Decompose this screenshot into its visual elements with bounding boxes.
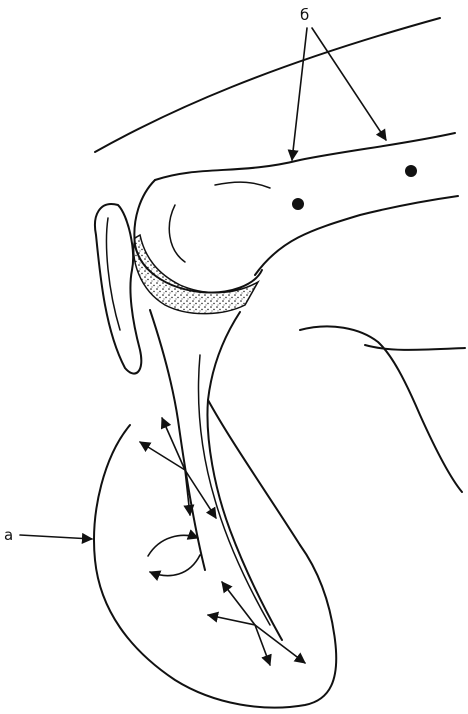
rotation-arrow-bottom [150, 555, 200, 576]
bone-head-highlight [215, 182, 270, 188]
right-tissue-curve-2 [365, 345, 465, 350]
soft-tissue-outline [94, 425, 336, 708]
right-tissue-curve [300, 326, 462, 492]
rotation-arrow-top [148, 535, 198, 556]
label-b: б [300, 6, 309, 24]
bone-head-inner-curve [169, 205, 185, 262]
left-flap-inner [107, 218, 121, 330]
label-a-arrow [20, 535, 92, 539]
lower-bone-left-edge [150, 310, 205, 570]
upper-contour-line [95, 18, 440, 152]
point-marker-2 [405, 165, 417, 177]
cartilage-band [134, 235, 258, 314]
label-a: а [4, 526, 13, 544]
point-marker-1 [292, 198, 304, 210]
label-b-arrow-1 [292, 28, 307, 160]
upper-bone-bottom-edge [255, 196, 458, 275]
lower-bone-right-edge [207, 312, 282, 640]
